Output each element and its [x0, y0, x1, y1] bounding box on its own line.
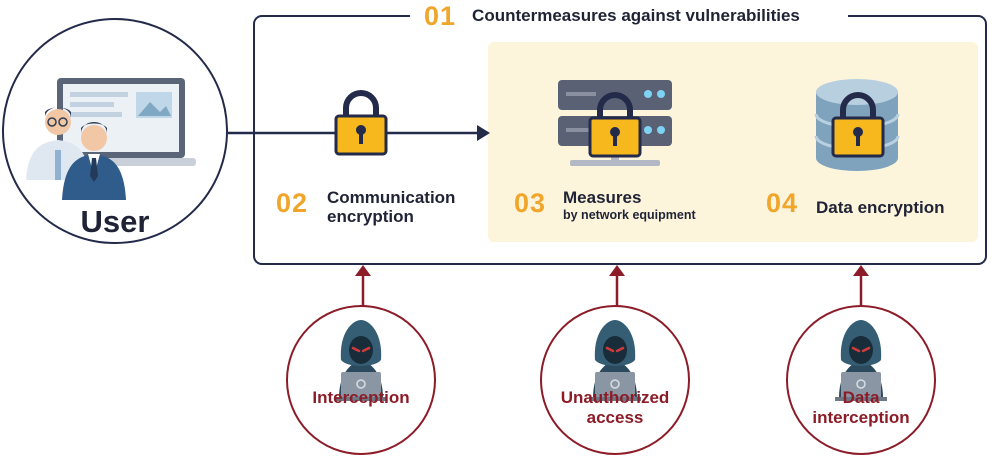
countermeasures-frame: [253, 15, 987, 265]
threat-label-interception: Interception: [291, 388, 431, 408]
communication-encryption-label: Communication encryption: [327, 188, 455, 226]
arrow-up-icon: [851, 263, 871, 308]
threat-label-unauthorized-access: Unauthorized access: [545, 388, 685, 428]
user-label: User: [80, 204, 150, 239]
label-line: interception: [812, 408, 910, 427]
arrow-up-icon: [353, 263, 373, 308]
network-measures-label: Measures by network equipment: [563, 188, 696, 222]
step-number: 04: [766, 188, 799, 218]
label-line: Communication: [327, 188, 456, 207]
label-line: Measures: [563, 188, 642, 207]
label-line: access: [586, 408, 644, 427]
data-encryption-label: Data encryption: [816, 198, 945, 217]
label-line: encryption: [327, 207, 414, 226]
label-line: Data: [842, 388, 880, 407]
step-number: 02: [276, 188, 309, 218]
lock-icon: [336, 93, 386, 154]
threat-label-data-interception: Data interception: [791, 388, 931, 428]
step-number: 03: [514, 188, 547, 218]
connection-arrow: [477, 125, 490, 141]
label-line: Interception: [312, 388, 410, 407]
arrow-up-icon: [607, 263, 627, 308]
countermeasures-title: Countermeasures against vulnerabilities: [472, 6, 800, 25]
countermeasures-heading: 01 Countermeasures against vulnerabiliti…: [416, 0, 808, 32]
user-icon: [26, 78, 196, 200]
label-line: Unauthorized: [560, 388, 670, 407]
label-subline: by network equipment: [563, 208, 696, 222]
step-number: 01: [424, 0, 457, 31]
